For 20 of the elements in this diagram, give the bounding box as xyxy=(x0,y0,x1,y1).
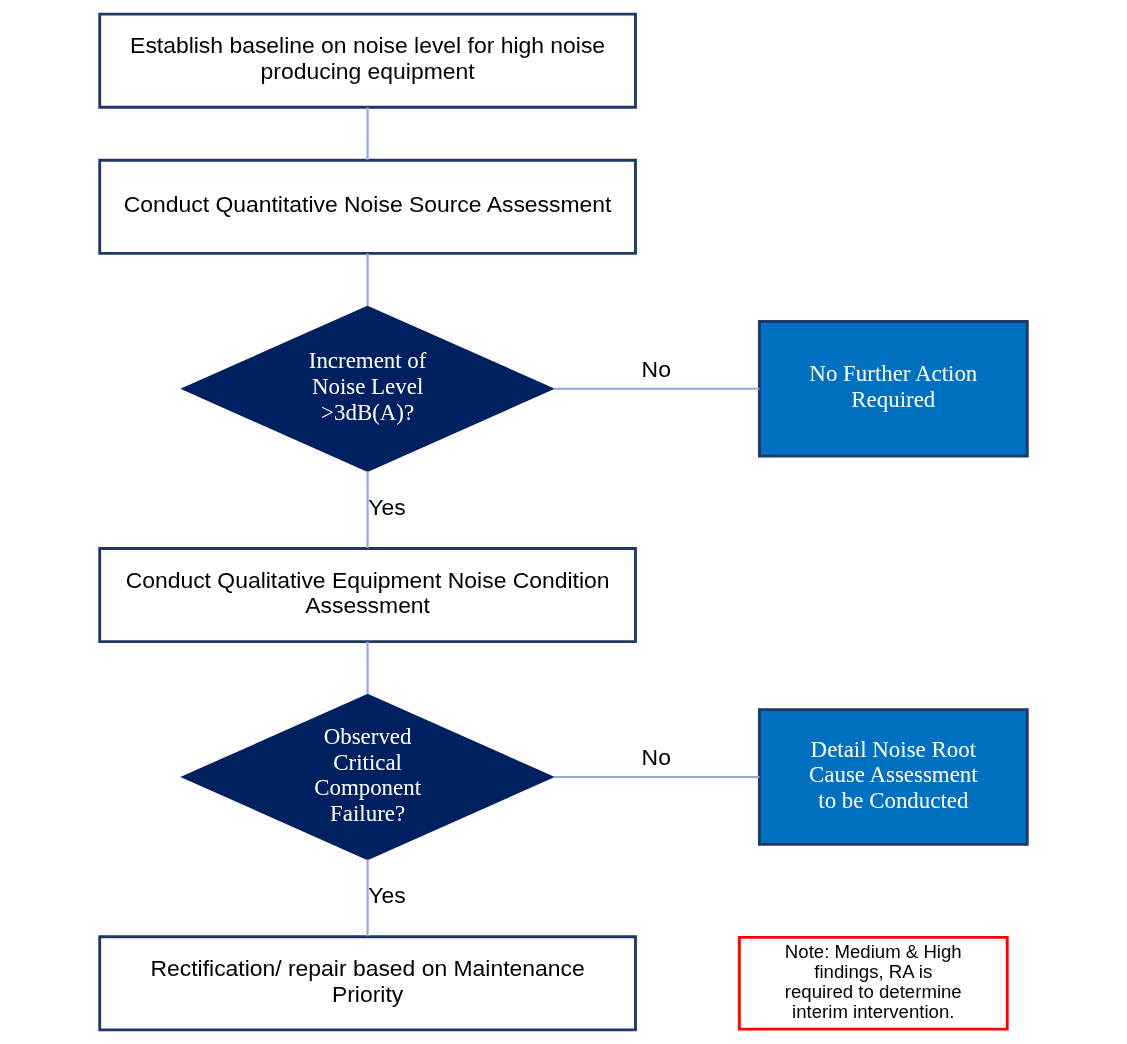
connector xyxy=(366,107,369,160)
edge-label: Yes xyxy=(368,882,406,909)
node-box: Detail Noise Root Cause Assessment to be Conducted xyxy=(757,708,1029,846)
node-box: Rectification/ repair based on Maintenance Priority xyxy=(98,935,637,1032)
connector xyxy=(366,253,369,306)
edge-label: Yes xyxy=(368,494,406,521)
node-box: Note: Medium & High findings, RA is required to determine interim intervention. xyxy=(737,936,1009,1031)
edge-label: No xyxy=(641,744,671,771)
node-diamond: Observed Critical Component Failure? xyxy=(180,693,555,861)
node-box: No Further Action Required xyxy=(757,320,1029,458)
connector xyxy=(553,775,760,779)
node-diamond: Increment of Noise Level >3dB(A)? xyxy=(180,305,555,472)
edge-label: No xyxy=(641,356,671,383)
connector xyxy=(366,641,369,695)
node-box: Conduct Quantitative Noise Source Assessment xyxy=(98,158,637,255)
connector xyxy=(553,387,760,390)
node-box: Establish baseline on noise level for high noise producing equipment xyxy=(98,12,637,109)
connector xyxy=(366,859,369,937)
connector xyxy=(366,471,369,549)
node-box: Conduct Qualitative Equipment Noise Condition Assessment xyxy=(98,547,637,644)
